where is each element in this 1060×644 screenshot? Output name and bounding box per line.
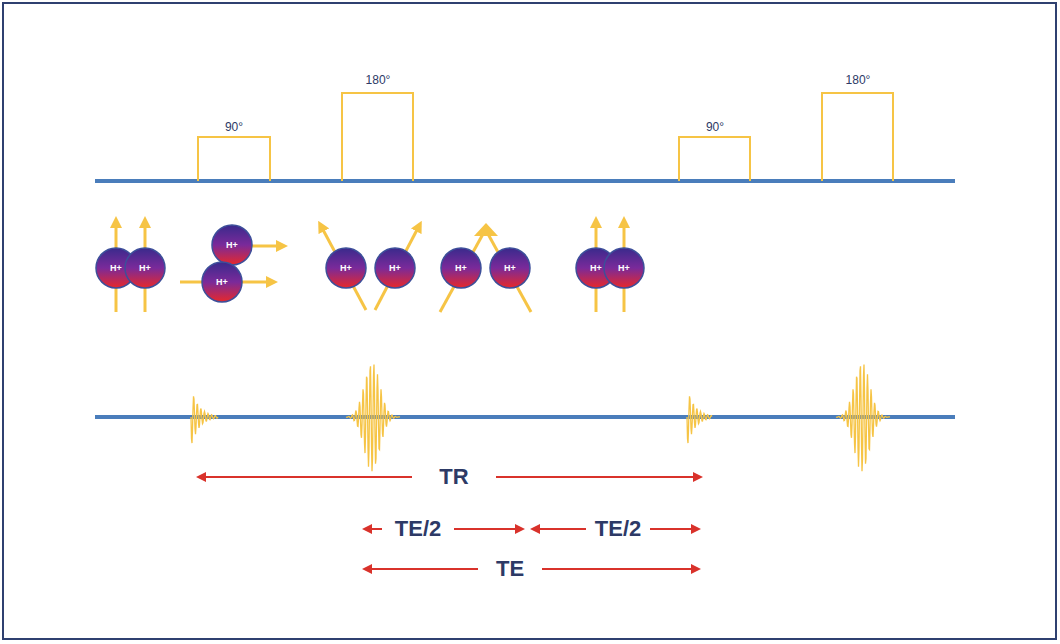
pulse-90 [198, 137, 270, 181]
timing-label: TE/2 [393, 516, 443, 542]
pulse-90 [679, 137, 750, 181]
signal-axis [95, 415, 955, 419]
signal-waves [191, 365, 890, 472]
proton-label: H+ [201, 261, 243, 303]
signal-wave [687, 396, 712, 443]
proton-circle: H+ [124, 247, 166, 289]
proton-circle: H+ [374, 247, 416, 289]
proton-circle: H+ [325, 247, 367, 289]
proton-circle: H+ [440, 247, 482, 289]
signal-wave [836, 365, 890, 472]
proton-label: H+ [603, 247, 645, 289]
signal-wave [346, 365, 400, 472]
proton-circle: H+ [489, 247, 531, 289]
timing-label: TE/2 [593, 516, 643, 542]
signal-wave [191, 396, 218, 443]
proton-label: H+ [489, 247, 531, 289]
proton-circle: H+ [211, 224, 253, 266]
proton-circle: H+ [201, 261, 243, 303]
frame [3, 3, 1056, 639]
proton-label: H+ [124, 247, 166, 289]
rf-pulses [198, 93, 893, 181]
timing-label: TR [437, 464, 470, 490]
pulse-angle: 90° [223, 120, 245, 134]
pulse-angle: 90° [704, 120, 726, 134]
spin-arrows [116, 222, 624, 312]
pulse-180 [822, 93, 893, 181]
timing-arrows [198, 477, 701, 569]
pulse-angle: 180° [844, 73, 873, 87]
pulse-180 [342, 93, 413, 181]
rf-axis [95, 179, 955, 183]
proton-label: H+ [325, 247, 367, 289]
pulse-angle: 180° [364, 73, 393, 87]
proton-label: H+ [374, 247, 416, 289]
proton-label: H+ [211, 224, 253, 266]
proton-circle: H+ [603, 247, 645, 289]
timing-label: TE [494, 556, 526, 582]
proton-label: H+ [440, 247, 482, 289]
